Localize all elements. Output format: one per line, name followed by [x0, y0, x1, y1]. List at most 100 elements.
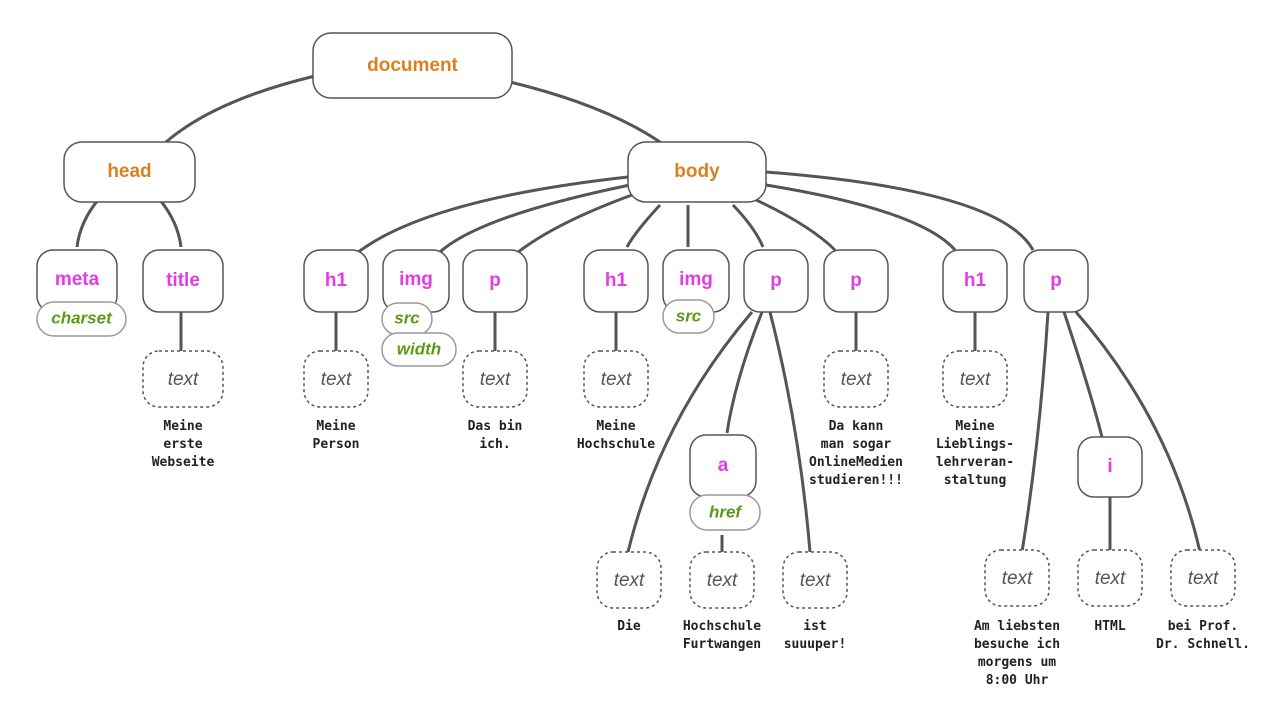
content-line: Furtwangen	[683, 637, 761, 652]
node-head: head	[63, 141, 196, 203]
content-line: Lieblings-	[936, 437, 1014, 452]
content-line: HTML	[1094, 619, 1125, 634]
node-p: p	[462, 249, 528, 313]
attr-label: href	[709, 502, 743, 521]
content-line: besuche ich	[974, 637, 1060, 652]
attr-label: charset	[51, 308, 113, 327]
text-node: text	[142, 350, 224, 408]
node-label: p	[770, 270, 782, 291]
text-node-label: text	[480, 369, 511, 390]
content-line: man sogar	[821, 437, 892, 452]
attr-label: src	[394, 308, 420, 327]
node-label: meta	[55, 269, 100, 290]
text-node-label: text	[1095, 568, 1126, 589]
text-node: text	[583, 350, 649, 408]
node-body: body	[627, 141, 767, 203]
edge-p-4-i	[1062, 311, 1104, 438]
node-label: img	[399, 269, 433, 290]
text-content-p-4-text-1: Am liebsten besuche ich morgens um 8:00 …	[974, 619, 1060, 688]
content-line: erste	[163, 437, 202, 452]
text-node-label: text	[321, 369, 352, 390]
node-label: body	[674, 161, 720, 182]
node-h1: h1	[583, 249, 649, 313]
text-node-label: text	[707, 570, 738, 591]
node-label: i	[1107, 456, 1112, 477]
node-label: document	[367, 55, 458, 76]
node-i: i	[1077, 436, 1143, 498]
attr-src: src	[381, 302, 433, 336]
node-p: p	[1023, 249, 1089, 313]
node-a: a	[689, 434, 757, 498]
text-content-h1-3: Meine Lieblings- lehrveran- staltung	[936, 419, 1014, 488]
node-label: a	[718, 455, 729, 476]
text-node-label: text	[601, 369, 632, 390]
content-line: morgens um	[978, 655, 1056, 670]
edge-body-h1-1	[351, 175, 629, 259]
content-line: Hochschule	[577, 437, 655, 452]
edge-head-title	[158, 199, 183, 248]
content-line: staltung	[944, 473, 1007, 488]
content-line: suuuper!	[784, 637, 847, 652]
text-node: text	[462, 350, 528, 408]
text-node-label: text	[1188, 568, 1219, 589]
text-content-i: HTML	[1094, 619, 1125, 634]
edge-p-2-text-1	[626, 311, 754, 553]
node-label: h1	[964, 270, 987, 291]
edge-body-p-2	[731, 203, 765, 248]
text-content-a: Hochschule Furtwangen	[683, 619, 761, 652]
text-content-p-3: Da kann man sogar OnlineMedien studieren…	[809, 419, 903, 488]
node-label: p	[1050, 270, 1062, 291]
node-title: title	[142, 249, 224, 313]
text-node-label: text	[614, 570, 645, 591]
text-content-p-4-text-2: bei Prof. Dr. Schnell.	[1156, 619, 1250, 652]
edge-p-2-a	[725, 311, 764, 434]
content-line: lehrveran-	[936, 455, 1014, 470]
node-label: head	[107, 161, 151, 182]
text-node-label: text	[800, 570, 831, 591]
content-line: ist	[803, 619, 826, 634]
content-line: Webseite	[152, 455, 215, 470]
text-node-label: text	[1002, 568, 1033, 589]
edge-p-4-text-1	[1020, 311, 1050, 553]
attr-width: width	[381, 332, 457, 367]
attr-charset: charset	[36, 301, 127, 337]
edge-document-body	[509, 80, 661, 144]
content-line: Meine	[955, 419, 994, 434]
edge-body-p-1	[511, 193, 633, 259]
text-node-label: text	[960, 369, 991, 390]
content-line: studieren!!!	[809, 473, 903, 488]
content-line: Meine	[316, 419, 355, 434]
edge-p-4-text-2	[1074, 311, 1202, 553]
content-line: Meine	[163, 419, 202, 434]
node-label: img	[679, 269, 713, 290]
node-h1: h1	[303, 249, 369, 313]
edge-body-h1-3	[765, 183, 957, 251]
text-node: text	[984, 549, 1050, 607]
node-label: p	[850, 270, 862, 291]
text-content-title: Meine erste Webseite	[152, 419, 215, 470]
attr-href: href	[689, 494, 761, 531]
text-content-h1-2: Meine Hochschule	[577, 419, 655, 452]
text-content-p-2-text-2: ist suuuper!	[784, 619, 847, 652]
node-label: h1	[325, 270, 348, 291]
node-label: title	[166, 270, 200, 291]
node-document: document	[312, 32, 513, 99]
content-line: Meine	[596, 419, 635, 434]
edge-body-p-4	[765, 170, 1035, 251]
edge-body-p-3	[751, 196, 837, 252]
node-label: h1	[605, 270, 628, 291]
text-content-p-2-text-1: Die	[617, 619, 641, 634]
text-node: text	[1170, 549, 1236, 607]
edge-p-2-text-2	[768, 311, 812, 553]
attr-label: width	[397, 339, 441, 358]
text-node: text	[823, 350, 889, 408]
text-node: text	[782, 551, 848, 609]
edge-body-h1-2	[625, 203, 662, 248]
content-line: Dr. Schnell.	[1156, 637, 1250, 652]
text-node: text	[596, 551, 662, 609]
content-line: Hochschule	[683, 619, 761, 634]
text-content-p-1: Das bin ich.	[468, 419, 523, 452]
text-node: text	[1077, 549, 1143, 607]
text-content-h1-1: Meine Person	[313, 419, 360, 452]
